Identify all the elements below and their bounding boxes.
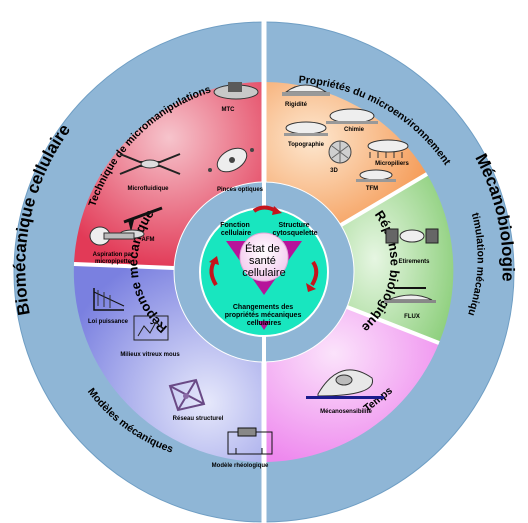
topography-illustration xyxy=(284,121,328,136)
core-circle xyxy=(239,232,289,282)
divider-right-lower xyxy=(346,305,440,345)
flow-illustration xyxy=(384,287,436,303)
tfm-label: TFM xyxy=(366,186,378,192)
mtc-illustration xyxy=(213,82,259,100)
divider-left xyxy=(73,262,175,270)
rigidity-label: Rigidité xyxy=(285,102,308,108)
stretching-label: Etirements xyxy=(398,259,430,265)
sector-models xyxy=(73,264,264,463)
mechanosensitivity-illustration xyxy=(306,369,384,399)
stretching-illustration xyxy=(385,228,439,244)
micropillars-illustration xyxy=(367,139,409,158)
cytoskeleton-label: Structure cytosquelette xyxy=(272,222,317,237)
power-law-illustration xyxy=(93,288,125,311)
microfluidic-illustration xyxy=(119,153,181,175)
arrow-right xyxy=(310,260,319,287)
sector-micromanipulation xyxy=(74,81,264,268)
rheological-model-label: Modèle rhéologique xyxy=(212,463,269,469)
center-triangle-tip xyxy=(258,321,270,330)
arrow-left xyxy=(209,260,218,287)
mechanical-changes-label: Changements des propriétés mécaniques ce… xyxy=(225,304,304,327)
power-law-label: Loi puissance xyxy=(88,319,129,325)
micropillars-label: Micropiliers xyxy=(375,161,409,167)
cell-function-label: Fonction cellulaire xyxy=(220,222,252,237)
rigidity-illustration xyxy=(282,84,330,96)
soft-glassy-label: Milieux vitreux mous xyxy=(120,352,180,358)
structural-network-label: Réseau structurel xyxy=(173,416,224,422)
optical-tweezers-label: Pinces optiques xyxy=(217,187,264,193)
tfm-illustration xyxy=(356,169,396,182)
arrowhead-left xyxy=(209,256,219,265)
aspiration-label-1: Aspiration par xyxy=(93,252,134,258)
3d-label: 3D xyxy=(330,168,338,174)
structural-network-illustration xyxy=(168,378,206,412)
arrowhead-top xyxy=(272,206,282,215)
optical-tweezers-illustration xyxy=(208,147,254,173)
chemistry-label: Chimie xyxy=(344,127,365,133)
afm-label: AFM xyxy=(142,237,155,243)
flow-label: FLUX xyxy=(404,314,420,320)
divider-right-upper xyxy=(339,172,429,227)
aspiration-illustration xyxy=(89,226,135,246)
topography-label: Topographie xyxy=(288,142,325,148)
chemistry-illustration xyxy=(326,108,378,124)
mechanosensitivity-label: Mécanosensibilité xyxy=(320,409,372,415)
microfluidic-label: Microfluidique xyxy=(128,186,170,192)
soft-glassy-illustration xyxy=(133,315,169,341)
cell-health-label: État de santé cellulaire xyxy=(242,242,285,279)
arrowhead-right xyxy=(306,283,316,292)
aspiration-label-2: micropipette xyxy=(95,259,132,265)
rheological-model-illustration xyxy=(227,427,273,455)
3d-illustration xyxy=(328,140,352,164)
mtc-label: MTC xyxy=(222,107,236,113)
